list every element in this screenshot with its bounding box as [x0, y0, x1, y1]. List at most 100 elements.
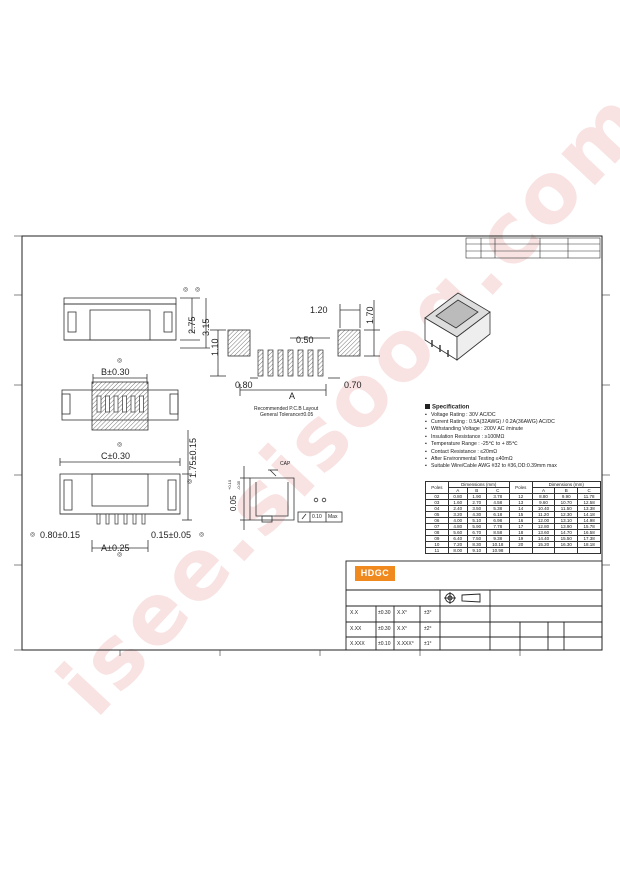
- side-view-marker-2: ◎: [195, 287, 201, 293]
- tolerance-cell: X.XXX: [350, 641, 365, 647]
- front-view-pins: [96, 513, 146, 525]
- front-pin: [114, 513, 119, 525]
- front-view-marker-2: ◎: [187, 479, 193, 485]
- pcb-pads: [257, 349, 324, 377]
- table-cell: 10.98: [485, 547, 510, 554]
- front-pin: [105, 513, 110, 525]
- spec-item: ▪Insulation Resistance : ≥100MΩ: [425, 434, 557, 441]
- table-cell: Poles: [425, 481, 449, 494]
- tolerance-cell: X.XX: [350, 625, 362, 632]
- spec-item: ▪Temperature Range : -25℃ to + 85℃: [425, 441, 557, 448]
- spec-item: ▪ Suitable Wire/Cable AWG #32 to #36,OD:0…: [425, 463, 557, 470]
- tolerance-cell: X.XXX°: [397, 641, 414, 647]
- title-block: [345, 560, 603, 651]
- spec-item-text: Insulation Resistance : ≥100MΩ: [431, 433, 505, 440]
- top-pin: [122, 395, 127, 413]
- drawing-frame: [21, 235, 603, 651]
- top-pin: [139, 395, 144, 413]
- tolerance-cell: X.X°: [397, 610, 408, 616]
- table-cell: [554, 547, 579, 554]
- tolerance-cell: ±2°: [424, 625, 432, 632]
- front-view: [59, 430, 192, 552]
- spec-item-text: Voltage Rating : 30V AC/DC: [431, 411, 496, 418]
- dim-pcb-170: 1.70: [365, 306, 375, 324]
- top-pin: [113, 395, 119, 413]
- front-pin: [123, 513, 128, 525]
- table-cell: 8.00: [447, 547, 468, 554]
- dim-pcb-120: 1.20: [310, 305, 328, 315]
- pcb-pad: [287, 349, 294, 377]
- spec-item-text: Withstanding Voltage : 200V AC /minute: [431, 426, 523, 433]
- bullet-icon: ▪: [425, 441, 427, 448]
- front-view-marker-4: ◎: [117, 552, 123, 558]
- dim-front-a: A±0.25: [101, 543, 130, 553]
- table-cell: Poles: [508, 481, 533, 494]
- spec-item: ▪Withstanding Voltage : 200V AC /minute: [425, 426, 557, 433]
- side-view-marker-1: ◎: [183, 287, 189, 293]
- bullet-icon: ▪: [425, 463, 427, 470]
- dim-front-175: 1.75±0.15: [188, 438, 198, 478]
- tolerance-cell: ±0.10: [378, 641, 391, 647]
- cap-detail: [240, 466, 343, 530]
- front-pin: [132, 513, 137, 525]
- top-pin: [105, 395, 110, 413]
- table-cell: [531, 547, 556, 554]
- flatness-value: 0.10: [312, 514, 322, 520]
- frame-ticks: [14, 235, 610, 656]
- table-cell: [508, 547, 533, 554]
- pcb-pad: [307, 349, 314, 377]
- dim-top-b: B±0.30: [101, 367, 130, 377]
- spec-item: ▪ Contact Resistance : ≤20mΩ: [425, 449, 557, 456]
- side-view: [63, 297, 210, 349]
- pcb-pad: [257, 349, 264, 377]
- pcb-pad: [317, 349, 324, 377]
- dim-front-080: 0.80±0.15: [40, 530, 80, 540]
- bullet-icon: ▪: [425, 448, 427, 455]
- top-pin: [96, 395, 102, 413]
- spec-item: ▪Voltage Rating : 30V AC/DC: [425, 412, 557, 419]
- spec-square-icon: [425, 404, 430, 409]
- pcb-pad: [277, 349, 284, 377]
- front-view-marker-5: ◎: [199, 532, 205, 538]
- flatness-max: Max: [328, 514, 338, 520]
- tolerance-cell: X.X: [350, 610, 359, 616]
- dim-pcb-110: 1.10: [210, 338, 220, 356]
- spec-item: ▪After Environmental Testing ≤40mΩ: [425, 456, 557, 463]
- revision-block: [465, 237, 601, 259]
- pcb-pad: [267, 349, 274, 377]
- spec-item-text: Current Rating : 0.5A(32AWG) / 0.2A(36AW…: [431, 418, 555, 425]
- bullet-icon: ▪: [425, 418, 427, 425]
- top-pin: [130, 395, 136, 413]
- spec-item-text: Suitable Wire/Cable AWG #32 to #36,OD:0.…: [431, 463, 557, 470]
- pcb-caption-2: General Tolerance±0.05: [260, 412, 314, 418]
- cap-tol: 0.05: [229, 495, 238, 511]
- top-view: [61, 374, 179, 431]
- front-pin: [96, 513, 101, 525]
- spec-item-text: Contact Resistance : ≤20mΩ: [431, 448, 498, 455]
- cap-tol-up: +0.10: [227, 479, 232, 490]
- bullet-icon: ▪: [425, 455, 427, 462]
- dim-pcb-070: 0.70: [344, 380, 362, 390]
- tolerance-cell: ±0.30: [378, 625, 391, 632]
- pcb-pad: [297, 349, 304, 377]
- spec-list: ▪Voltage Rating : 30V AC/DC▪Current Rati…: [425, 412, 557, 471]
- isometric-view: [424, 292, 491, 361]
- pcb-layout: [210, 300, 380, 396]
- pcb-caption-1: Recommended P.C.B Layout: [254, 406, 319, 412]
- front-view-marker-3: ◎: [30, 532, 36, 538]
- tolerance-cell: X.X°: [397, 625, 408, 632]
- front-view-marker: ◎: [117, 442, 123, 448]
- tolerance-cell: ±0.30: [378, 610, 391, 616]
- spec-item: ▪ Current Rating : 0.5A(32AWG) / 0.2A(36A…: [425, 419, 557, 426]
- dim-side-315: 3.15: [201, 318, 211, 336]
- dim-pcb-050: 0.50: [296, 335, 314, 345]
- table-cell: [577, 547, 601, 554]
- spec-title: Specification: [425, 404, 557, 411]
- top-view-pins: [96, 395, 144, 413]
